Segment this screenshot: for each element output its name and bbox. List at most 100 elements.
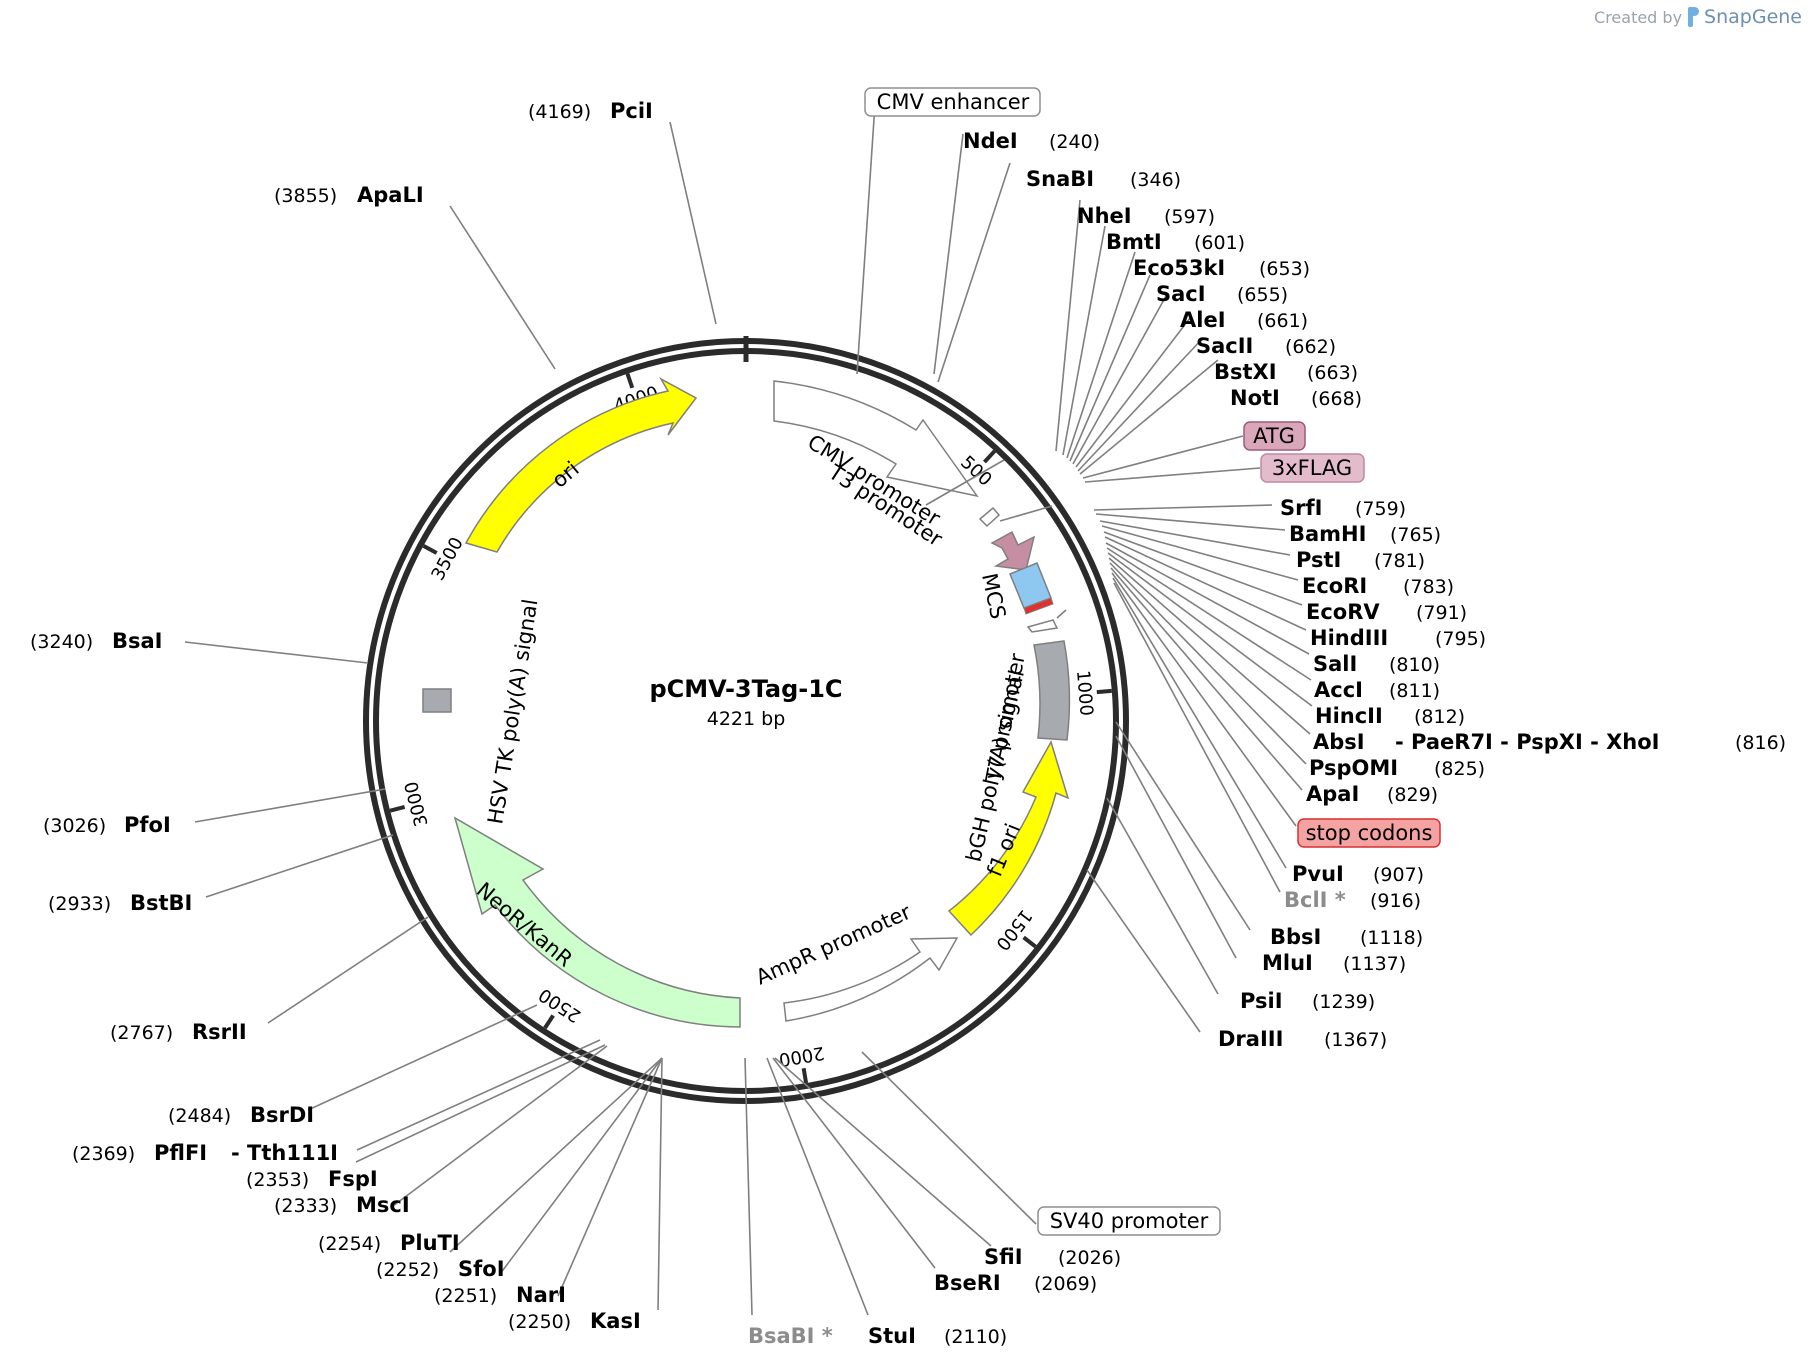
restriction-site-labels: (4169) PciI (3855) ApaLI (3240) BsaI (30…: [30, 99, 1786, 1348]
site-pos: (663): [1307, 362, 1358, 384]
tick-mark: [422, 544, 438, 555]
site-enzyme: BstXI: [1214, 360, 1277, 384]
site-enzyme: AccI: [1314, 678, 1363, 702]
site-pos: (661): [1257, 310, 1308, 332]
tick-label: 3500: [428, 534, 468, 584]
leader-line: [1103, 531, 1303, 606]
leader-line: [194, 788, 386, 823]
backbone-ticks: 5001000150020002500300035004000: [389, 373, 1112, 1084]
box-sv40-promoter: [1037, 1206, 1221, 1236]
site-pos: (2254): [318, 1233, 381, 1255]
site-enzyme: BclI *: [1284, 888, 1346, 912]
site-enzyme: BsaBI *: [748, 1324, 833, 1348]
site-extra-enzymes: - PaeR7I - PspXI - XhoI: [1395, 730, 1659, 754]
site-enzyme: StuI: [868, 1324, 916, 1348]
site-pos: (3240): [30, 631, 93, 653]
site-enzyme: SnaBI: [1026, 167, 1094, 191]
leader-line: [1115, 735, 1237, 959]
snapgene-watermark: Created by SnapGene: [1594, 6, 1802, 28]
stop-codons-label: stop codons: [1306, 821, 1433, 845]
feature-t3-promoter: [978, 506, 1001, 528]
snapgene-brand-text: SnapGene: [1704, 6, 1802, 28]
feature-t7-promoter: [1026, 619, 1059, 633]
site-pos: (3026): [43, 815, 106, 837]
site-pos: (662): [1285, 336, 1336, 358]
tick-label: 1500: [991, 905, 1036, 954]
tick-label: 2500: [535, 984, 585, 1027]
created-by-text: Created by: [1594, 7, 1683, 27]
leader-line: [184, 641, 369, 664]
leader-line: [1104, 536, 1307, 631]
tick-mark: [543, 1014, 555, 1030]
site-pos: (810): [1389, 654, 1440, 676]
tick-mark: [982, 449, 997, 464]
leader-line: [499, 1057, 663, 1275]
feature-hsv-tk-polya-signal: [422, 688, 452, 713]
site-pos: (811): [1389, 680, 1440, 702]
leader-line: [1115, 721, 1251, 931]
site-pos: (825): [1434, 758, 1485, 780]
leader-line: [774, 1057, 992, 1247]
site-enzyme: PsiI: [1240, 989, 1283, 1013]
site-pos: (2252): [376, 1259, 439, 1281]
site-pos: (1239): [1312, 991, 1375, 1013]
site-pos: (1367): [1324, 1029, 1387, 1051]
label-mcs: MCS: [977, 571, 1010, 621]
leader-line: [1106, 797, 1219, 995]
site-pos: (1118): [1360, 927, 1423, 949]
site-pos: (2069): [1034, 1273, 1097, 1295]
leader-line: [1062, 225, 1106, 456]
feature-ori: [464, 377, 698, 553]
site-pos: (2251): [434, 1285, 497, 1307]
site-pos: (2110): [944, 1326, 1007, 1348]
leader-line: [1109, 562, 1307, 765]
site-enzyme: EcoRI: [1302, 574, 1367, 598]
site-pos: (791): [1416, 602, 1467, 624]
feature-atg: [990, 530, 1036, 571]
boxed-feature-labels: CMV enhancer ATG 3xFLAG stop codons SV40…: [864, 87, 1441, 1236]
tick-label: 1000: [1072, 669, 1097, 716]
leader-line: [937, 162, 1011, 383]
leader-line: [1110, 567, 1303, 791]
tick-label: 3000: [401, 779, 433, 829]
site-enzyme: EcoRV: [1306, 600, 1380, 624]
leader-line: [1072, 295, 1167, 465]
site-pos: (783): [1403, 576, 1454, 598]
feature-cmv-promoter: [773, 380, 979, 498]
site-pos: (1137): [1343, 953, 1406, 975]
leader-line: [1093, 504, 1273, 511]
site-enzyme: BbsI: [1270, 925, 1321, 949]
site-pos: (916): [1370, 890, 1421, 912]
box-3xflag: [1260, 453, 1365, 483]
leader-line: [1079, 359, 1219, 475]
site-enzyme: HindIII: [1310, 626, 1388, 650]
box-cmv-enhancer: [864, 87, 1041, 117]
site-enzyme: PstI: [1296, 548, 1341, 572]
site-enzyme: RsrII: [192, 1020, 247, 1044]
site-enzyme: SfiI: [984, 1245, 1023, 1269]
plasmid-name: pCMV-3Tag-1C: [649, 675, 842, 703]
site-enzyme: KasI: [590, 1309, 641, 1333]
site-enzyme: PfoI: [124, 813, 171, 837]
leader-line: [1099, 520, 1291, 556]
site-pos: (597): [1164, 206, 1215, 228]
tick-mark: [625, 373, 635, 389]
leader-line: [205, 834, 394, 898]
feature-bgh-polya-signal: [1033, 640, 1071, 741]
leader-line: [449, 205, 556, 370]
leader-line: [1084, 467, 1261, 483]
site-enzyme: FspI: [328, 1167, 378, 1191]
site-pos: (3855): [274, 185, 337, 207]
site-enzyme: BseRI: [934, 1271, 1001, 1295]
site-pos: (668): [1311, 388, 1362, 410]
site-enzyme: NotI: [1230, 386, 1280, 410]
site-enzyme: BsrDI: [250, 1103, 314, 1127]
site-pos: (2250): [508, 1311, 571, 1333]
feature-ampr-promoter: [783, 937, 959, 1022]
site-pos: (829): [1387, 784, 1438, 806]
sv40-promoter-label: SV40 promoter: [1050, 1209, 1209, 1233]
leader-line: [933, 133, 964, 375]
site-enzyme: Eco53kI: [1133, 256, 1225, 280]
leader-line: [1101, 525, 1299, 581]
